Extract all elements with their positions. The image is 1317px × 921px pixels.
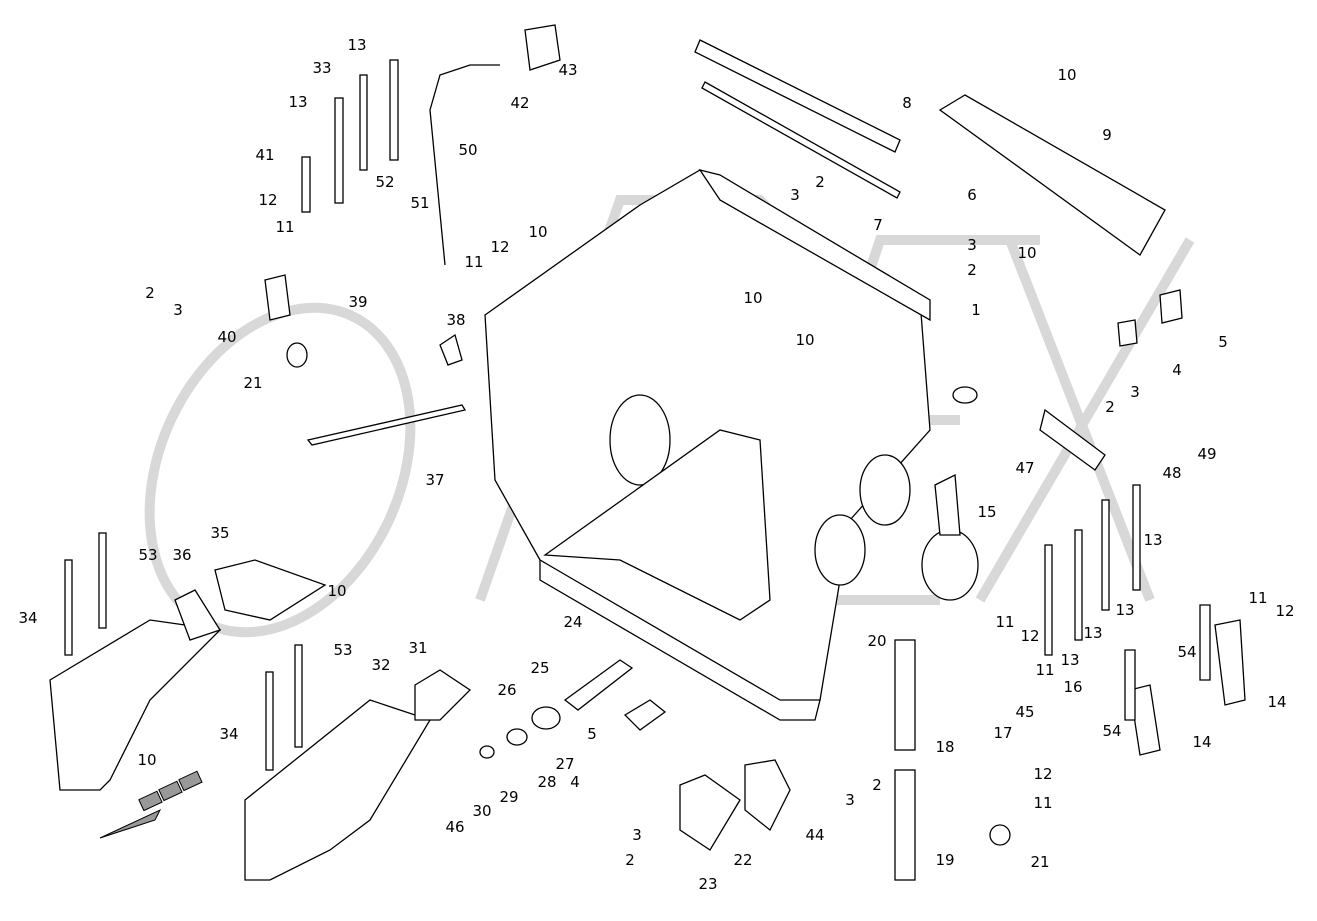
callout-54: 54 [1177,643,1197,661]
callout-15: 15 [977,503,997,521]
callout-38: 38 [446,311,466,329]
callout-47: 47 [1015,459,1035,477]
callout-46: 46 [445,818,465,836]
callout-11: 11 [1035,661,1055,679]
callout-34: 34 [18,609,38,627]
callout-36: 36 [172,546,192,564]
callout-10: 10 [327,582,347,600]
callout-19: 19 [935,851,955,869]
callout-11: 11 [464,253,484,271]
callout-39: 39 [348,293,368,311]
callout-4: 4 [570,773,580,791]
callout-43: 43 [558,61,578,79]
callout-21: 21 [243,374,263,392]
callout-23: 23 [698,875,718,893]
callout-11: 11 [995,613,1015,631]
callout-26: 26 [497,681,517,699]
callout-13: 13 [347,36,367,54]
callout-21: 21 [1030,853,1050,871]
callout-2: 2 [872,776,882,794]
callout-10: 10 [795,331,815,349]
callout-13: 13 [1115,601,1135,619]
callout-35: 35 [210,524,230,542]
callout-2: 2 [815,173,825,191]
callout-7: 7 [873,216,883,234]
callout-30: 30 [472,802,492,820]
callout-45: 45 [1015,703,1035,721]
callout-13: 13 [288,93,308,111]
callout-8: 8 [902,94,912,112]
callout-3: 3 [1130,383,1140,401]
callout-48: 48 [1162,464,1182,482]
callout-37: 37 [425,471,445,489]
callout-11: 11 [1248,589,1268,607]
callout-49: 49 [1197,445,1217,463]
callout-44: 44 [805,826,825,844]
callout-20: 20 [867,632,887,650]
callout-33: 33 [312,59,332,77]
callout-2: 2 [625,851,635,869]
callout-10: 10 [1057,66,1077,84]
callout-42: 42 [510,94,530,112]
callout-9: 9 [1102,126,1112,144]
callout-3: 3 [790,186,800,204]
callout-5: 5 [1218,333,1228,351]
callout-29: 29 [499,788,519,806]
callout-3: 3 [967,236,977,254]
callout-41: 41 [255,146,275,164]
callout-51: 51 [410,194,430,212]
callout-12: 12 [1020,627,1040,645]
callout-31: 31 [408,639,428,657]
callout-40: 40 [217,328,237,346]
callout-52: 52 [375,173,395,191]
main-frame [484,168,978,721]
callout-14: 14 [1267,693,1287,711]
callout-13: 13 [1060,651,1080,669]
callout-2: 2 [1105,398,1115,416]
callout-4: 4 [1172,361,1182,379]
callout-3: 3 [845,791,855,809]
callout-27: 27 [555,755,575,773]
direction-arrow [99,770,203,839]
callout-54: 54 [1102,722,1122,740]
callout-22: 22 [733,851,753,869]
callout-11: 11 [275,218,295,236]
callout-12: 12 [490,238,510,256]
callout-14: 14 [1192,733,1212,751]
callout-28: 28 [537,773,557,791]
callout-3: 3 [173,301,183,319]
callout-24: 24 [563,613,583,631]
callout-34: 34 [219,725,239,743]
callout-2: 2 [145,284,155,302]
callout-11: 11 [1033,794,1053,812]
callout-5: 5 [587,725,597,743]
callout-50: 50 [458,141,478,159]
callout-10: 10 [743,289,763,307]
callout-12: 12 [258,191,278,209]
callout-12: 12 [1033,765,1053,783]
callout-16: 16 [1063,678,1083,696]
callout-25: 25 [530,659,550,677]
callout-3: 3 [632,826,642,844]
callout-10: 10 [1017,244,1037,262]
callout-12: 12 [1275,602,1295,620]
callout-32: 32 [371,656,391,674]
callout-6: 6 [967,186,977,204]
callout-1: 1 [971,301,981,319]
callout-13: 13 [1083,624,1103,642]
callout-53: 53 [333,641,353,659]
callout-10: 10 [137,751,157,769]
callout-2: 2 [967,261,977,279]
callout-10: 10 [528,223,548,241]
callout-13: 13 [1143,531,1163,549]
callout-18: 18 [935,738,955,756]
callout-17: 17 [993,724,1013,742]
components [49,24,1246,881]
callout-53: 53 [138,546,158,564]
